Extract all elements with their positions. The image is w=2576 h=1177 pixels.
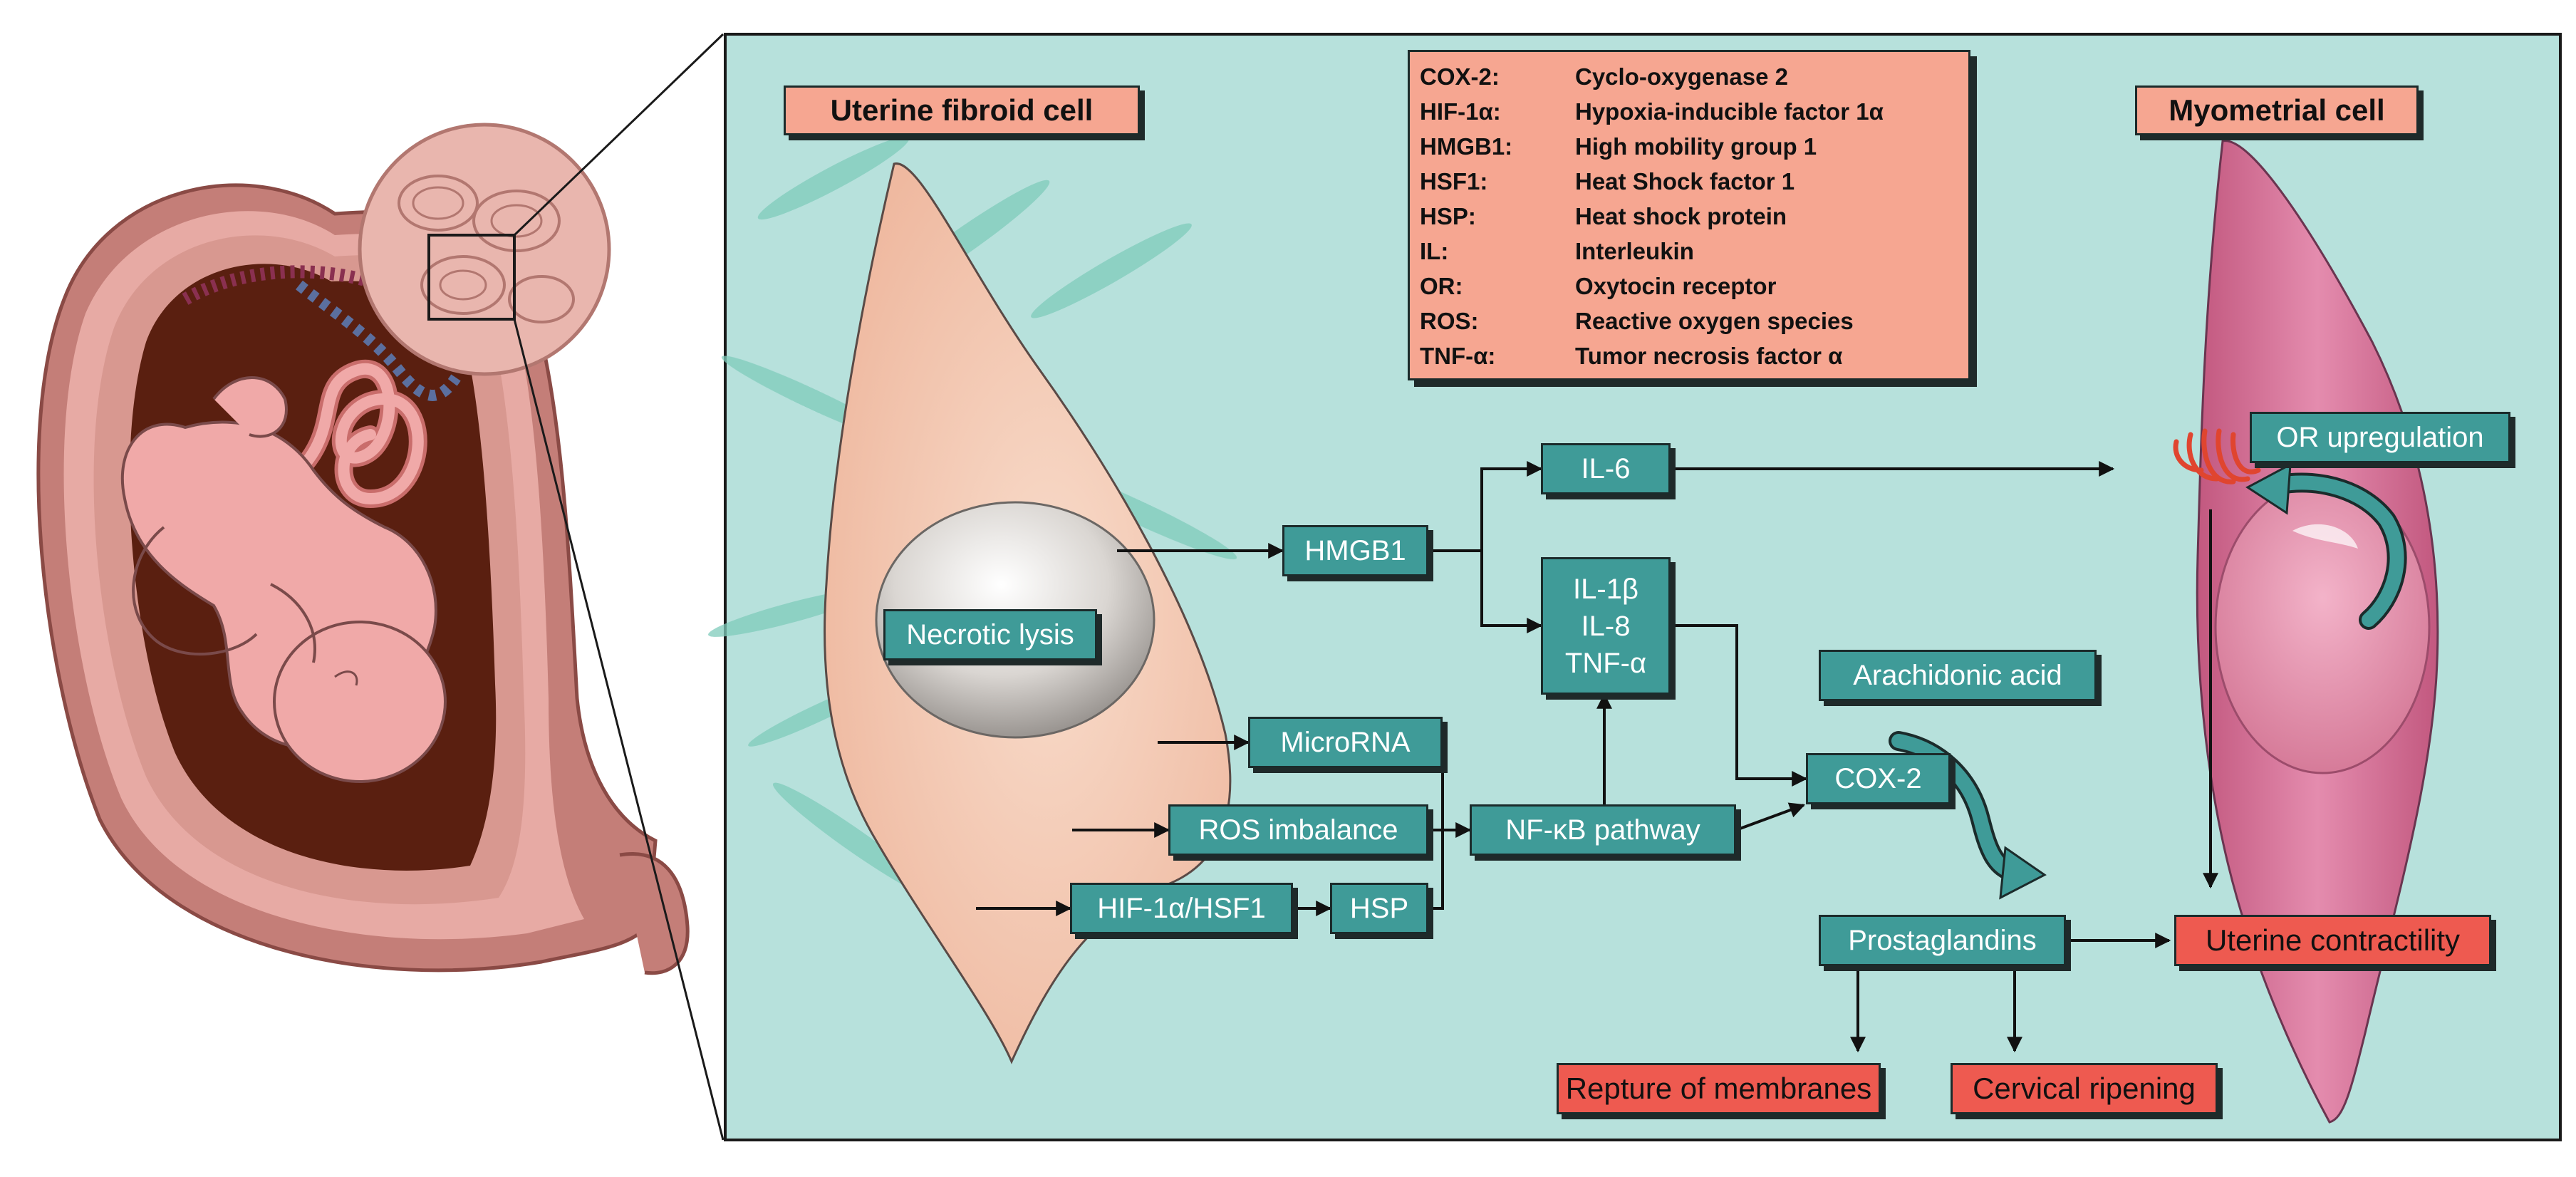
legend-abbreviation: COX-2: (1420, 63, 1500, 90)
legend-row: IL: Interleukin (1420, 234, 1958, 269)
legend-definition: Cyclo-oxygenase 2 (1575, 63, 1788, 90)
node-hmgb1: HMGB1 (1282, 525, 1428, 576)
legend-row: HSP: Heat shock protein (1420, 199, 1958, 234)
node-hif-hsf1: HIF-1α/HSF1 (1070, 883, 1293, 934)
legend-row: ROS: Reactive oxygen species (1420, 304, 1958, 338)
node-il6: IL-6 (1541, 443, 1671, 494)
legend-abbreviation: HIF-1α: (1420, 98, 1501, 125)
node-or-upregulation: OR upregulation (2250, 412, 2510, 463)
legend-abbreviation: HMGB1: (1420, 133, 1513, 160)
legend-row: OR: Oxytocin receptor (1420, 269, 1958, 304)
node-cytokines: IL-1β IL-8 TNF-α (1541, 557, 1671, 695)
node-cox2: COX-2 (1806, 753, 1951, 804)
legend-row: TNF-α: Tumor necrosis factor α (1420, 338, 1958, 373)
node-arachidonic-acid: Arachidonic acid (1819, 650, 2097, 701)
legend-abbreviation: ROS: (1420, 308, 1479, 334)
legend-row: HIF-1α: Hypoxia-inducible factor 1α (1420, 94, 1958, 129)
legend-row: COX-2: Cyclo-oxygenase 2 (1420, 59, 1958, 94)
legend-abbreviation: OR: (1420, 273, 1463, 299)
legend-definition: Hypoxia-inducible factor 1α (1575, 98, 1884, 125)
oxytocin-receptor-icon (2173, 428, 2261, 484)
pathway-connectors (976, 461, 2218, 1053)
node-tnfa: TNF-α (1564, 647, 1647, 679)
node-necrotic-lysis: Necrotic lysis (883, 609, 1097, 660)
outcome-cervical-ripening: Cervical ripening (1951, 1063, 2218, 1114)
node-hsp: HSP (1330, 883, 1428, 934)
fetus-illustration (120, 376, 447, 783)
legend-definition: Oxytocin receptor (1575, 273, 1777, 299)
outcome-uterine-contractility: Uterine contractility (2174, 915, 2491, 966)
legend-definition: Heat shock protein (1575, 203, 1787, 229)
outcome-rupture-of-membranes: Repture of membranes (1557, 1063, 1881, 1114)
legend-definition: Reactive oxygen species (1575, 308, 1854, 334)
node-il8: IL-8 (1581, 610, 1631, 642)
legend-abbreviation: HSP: (1420, 203, 1476, 229)
zoom-box (427, 234, 516, 321)
node-prostaglandins: Prostaglandins (1819, 915, 2066, 966)
legend-definition: Heat Shock factor 1 (1575, 168, 1795, 195)
node-microrna: MicroRNA (1248, 717, 1443, 768)
legend-definition: Interleukin (1575, 238, 1694, 264)
abbreviation-legend: COX-2: Cyclo-oxygenase 2 HIF-1α: Hypoxia-in… (1408, 50, 1970, 380)
node-ros-imbalance: ROS imbalance (1168, 804, 1428, 856)
myometrial-cell-label: Myometrial cell (2135, 85, 2419, 135)
fibroid-cell-label: Uterine fibroid cell (784, 85, 1140, 135)
legend-abbreviation: TNF-α: (1420, 343, 1496, 369)
legend-row: HMGB1: High mobility group 1 (1420, 129, 1958, 164)
legend-abbreviation: HSF1: (1420, 168, 1488, 195)
legend-abbreviation: IL: (1420, 238, 1449, 264)
legend-definition: High mobility group 1 (1575, 133, 1817, 160)
fibroid-illustration (358, 123, 611, 376)
legend-row: HSF1: Heat Shock factor 1 (1420, 164, 1958, 199)
node-il1b: IL-1β (1573, 573, 1638, 605)
node-nfkb-pathway: NF-κB pathway (1470, 804, 1736, 856)
legend-definition: Tumor necrosis factor α (1575, 343, 1843, 369)
